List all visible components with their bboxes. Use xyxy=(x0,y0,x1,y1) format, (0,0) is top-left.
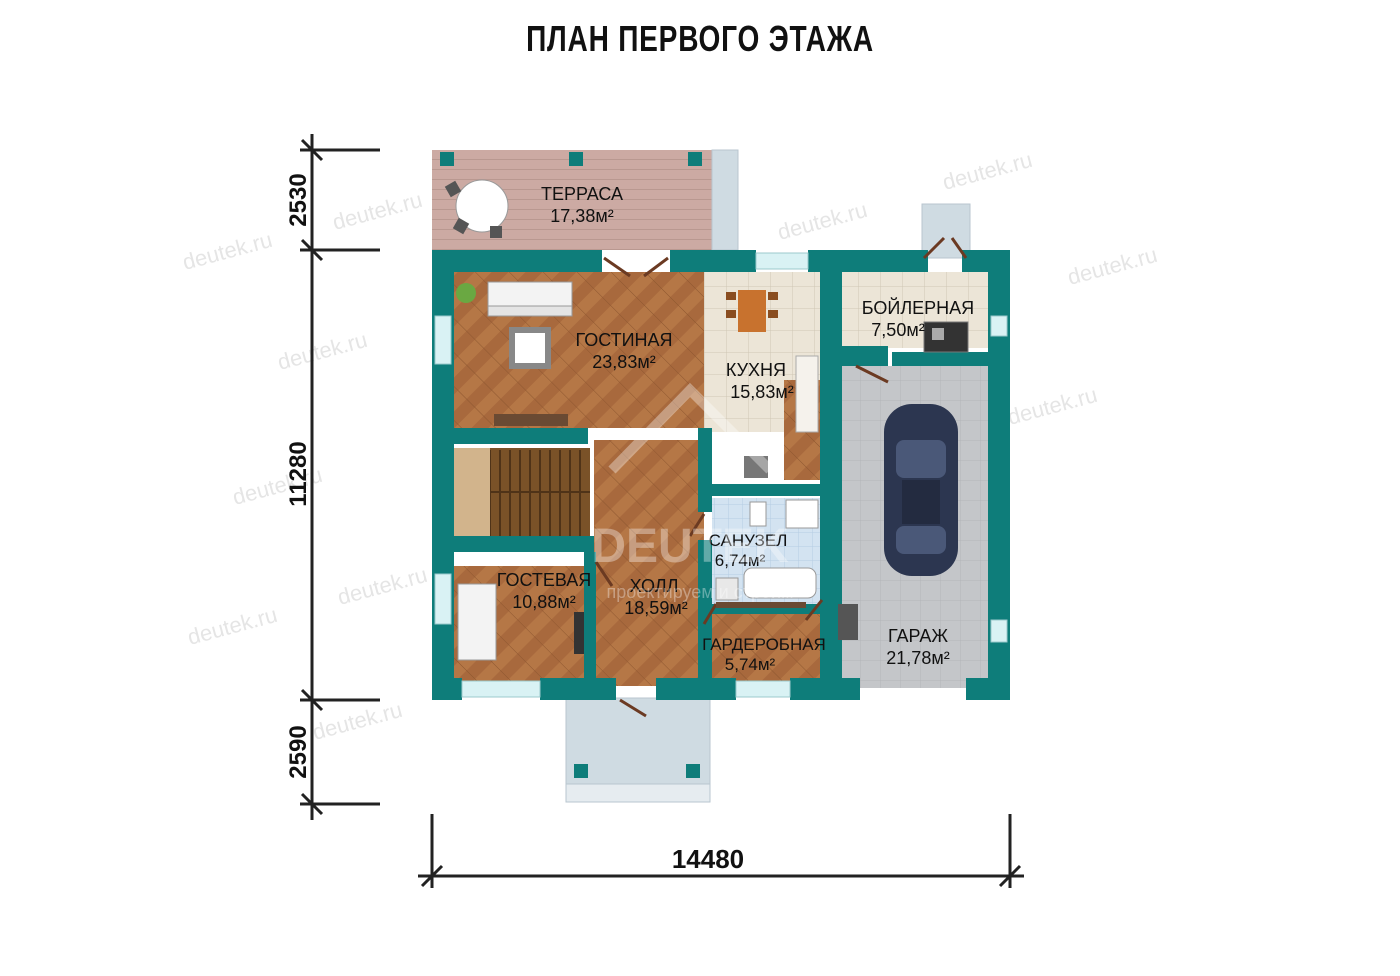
terrace xyxy=(432,149,739,251)
staircase xyxy=(454,448,590,536)
room-name-terrace: ТЕРРАСА xyxy=(541,184,623,204)
room-name-kitchen: КУХНЯ xyxy=(726,360,786,380)
room-area-garage: 21,78м² xyxy=(886,648,949,668)
boiler-vestibule xyxy=(921,203,971,259)
room-name-boiler: БОЙЛЕРНАЯ xyxy=(862,297,974,318)
dimension-width: 14480 xyxy=(672,844,744,874)
room-name-hall: ХОЛЛ xyxy=(630,576,679,596)
windows xyxy=(434,252,1008,698)
room-area-hall: 18,59м² xyxy=(624,598,687,618)
car-icon xyxy=(884,404,958,576)
dimension-bottom: 2590 xyxy=(285,725,312,778)
round-table xyxy=(444,179,509,238)
porch xyxy=(565,697,711,803)
room-area-kitchen: 15,83м² xyxy=(730,382,793,402)
watermark-text: deutek.ru xyxy=(310,697,405,745)
room-name-guest: ГОСТЕВАЯ xyxy=(497,570,592,590)
dimension-middle: 11280 xyxy=(285,441,312,506)
boiler-equipment xyxy=(923,321,969,353)
room-labels: ТЕРРАСА 17,38м² ГОСТИНАЯ 23,83м² КУХНЯ 1… xyxy=(497,184,974,674)
watermark-text: deutek.ru xyxy=(335,562,430,610)
room-name-wardrobe: ГАРДЕРОБНАЯ xyxy=(702,635,826,654)
watermark-brand: DEUTEK xyxy=(591,520,789,573)
kitchen-furniture xyxy=(726,290,819,478)
watermark-text: deutek.ru xyxy=(180,227,275,275)
watermark-text: deutek.ru xyxy=(775,197,870,245)
watermark-text: deutek.ru xyxy=(1065,242,1160,290)
bathroom-fixtures xyxy=(715,499,819,601)
dimension-lines xyxy=(300,134,1024,888)
watermark-text: deutek.ru xyxy=(275,327,370,375)
living-furniture xyxy=(456,281,573,426)
room-name-garage: ГАРАЖ xyxy=(888,626,948,646)
page-title: ПЛАН ПЕРВОГО ЭТАЖА xyxy=(526,18,874,59)
room-area-boiler: 7,50м² xyxy=(871,320,924,340)
room-area-guest: 10,88м² xyxy=(512,592,575,612)
watermark-text: deutek.ru xyxy=(940,147,1035,195)
room-area-terrace: 17,38м² xyxy=(550,206,613,226)
room-name-living: ГОСТИНАЯ xyxy=(575,330,672,350)
dimension-top: 2530 xyxy=(285,173,312,226)
watermark-text: deutek.ru xyxy=(185,602,280,650)
room-area-wardrobe: 5,74м² xyxy=(725,655,776,674)
watermark-text: deutek.ru xyxy=(330,187,425,235)
room-area-bathroom: 6,74м² xyxy=(715,551,766,570)
hall-furniture xyxy=(716,602,806,608)
garage-stairs xyxy=(838,604,858,640)
brand-watermark: DEUTEK проектируем и строим xyxy=(591,382,794,602)
room-area-living: 23,83м² xyxy=(592,352,655,372)
watermark-text: deutek.ru xyxy=(1005,382,1100,430)
dimension-labels: 2530 11280 2590 14480 xyxy=(285,173,744,874)
doors xyxy=(594,236,968,718)
guest-furniture xyxy=(457,583,584,661)
watermark-slogan: проектируем и строим xyxy=(607,582,794,602)
room-name-bathroom: САНУЗЕЛ xyxy=(709,531,788,550)
